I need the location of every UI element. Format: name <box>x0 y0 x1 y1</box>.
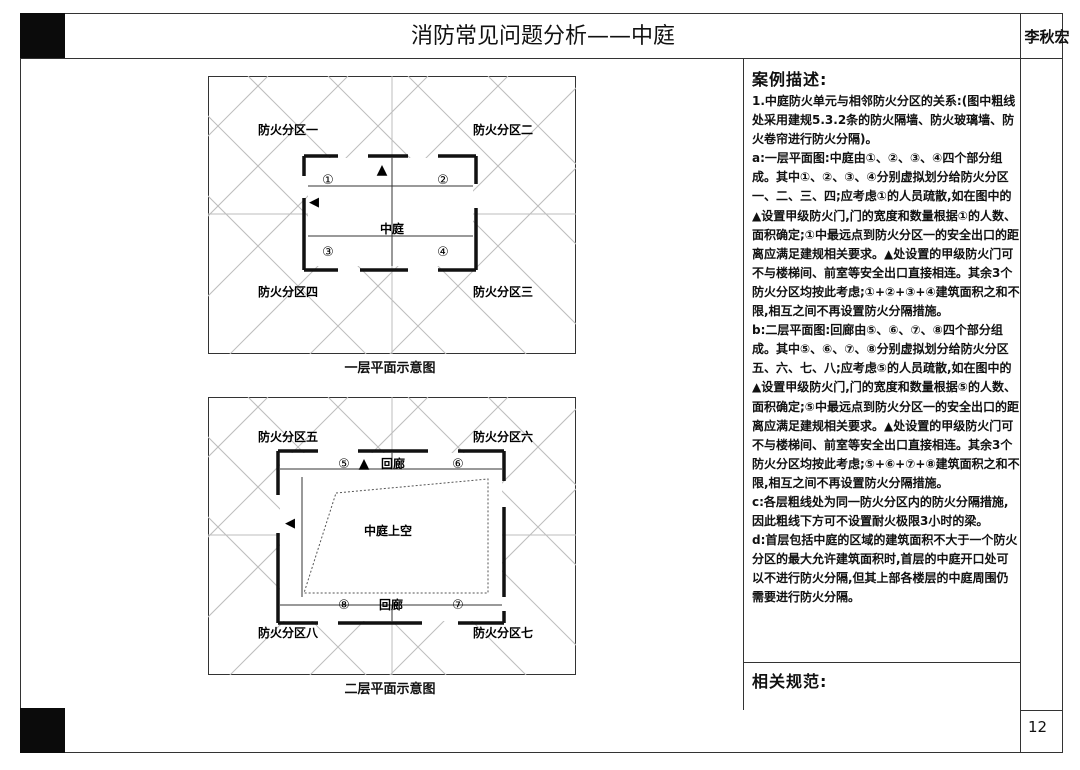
part-4: ④ <box>437 245 449 260</box>
zone-label-3: 防火分区三 <box>473 284 533 299</box>
zone-label-1: 防火分区一 <box>258 122 318 137</box>
part-3: ③ <box>322 245 334 260</box>
atrium-void-outline <box>303 478 489 594</box>
part-8: ⑧ <box>338 598 350 613</box>
atrium-void-label: 中庭上空 <box>364 523 412 538</box>
related-heading: 相关规范: <box>752 672 828 691</box>
corridor-label-bottom: 回廊 <box>379 597 403 612</box>
case-paragraph-a: a:一层平面图:中庭由①、②、③、④四个部分组成。其中①、②、③、④分别虚拟划分… <box>752 151 1020 319</box>
author-name: 李秋宏 <box>1024 28 1070 46</box>
related-divider <box>743 662 1020 663</box>
zone-label-8: 防火分区八 <box>258 625 319 640</box>
sidebar-divider <box>1020 13 1021 753</box>
corridor-label-top: 回廊 <box>381 456 405 471</box>
case-paragraph-b: b:二层平面图:回廊由⑤、⑥、⑦、⑧四个部分组成。其中⑤、⑥、⑦、⑧分别虚拟划分… <box>752 323 1020 490</box>
case-paragraph-d: d:首层包括中庭的区域的建筑面积不大于一个防火分区的最大允许建筑面积时,首层的中… <box>752 533 1018 605</box>
plan2-caption: 二层平面示意图 <box>344 682 436 697</box>
zone-label-4: 防火分区四 <box>258 284 318 299</box>
fire-separation-lines-2 <box>276 449 506 625</box>
page-number: 12 <box>1028 718 1048 736</box>
zone-label-6: 防火分区六 <box>473 429 533 444</box>
plan1-caption: 一层平面示意图 <box>344 361 436 376</box>
part-5: ⑤ <box>338 457 350 472</box>
part-2: ② <box>437 173 449 188</box>
fire-door-triangle-icon-2: ▲ <box>359 456 370 472</box>
part-7: ⑦ <box>452 598 464 613</box>
plan-first-floor: 防火分区一 防火分区二 防火分区四 防火分区三 中庭 ① ② ③ ④ ▲ ◀ <box>208 76 576 354</box>
part-1: ① <box>322 173 334 188</box>
part-6: ⑥ <box>452 457 464 472</box>
fire-door-triangle-icon: ▲ <box>377 162 388 178</box>
header-divider <box>20 58 1063 59</box>
page-title: 消防常见问题分析——中庭 <box>410 24 675 49</box>
zone-label-2: 防火分区二 <box>473 122 533 137</box>
case-heading: 案例描述: <box>752 70 828 89</box>
case-paragraph-c: c:各层粗线处为同一防火分区内的防火分隔措施,因此粗线下方可不设置耐火极限3小时… <box>752 494 1009 529</box>
plan-second-floor: 防火分区五 防火分区六 防火分区八 防火分区七 中庭上空 回廊 回廊 ⑤ ⑥ ⑧… <box>208 397 576 675</box>
content-divider <box>743 58 744 710</box>
atrium-label: 中庭 <box>380 221 404 236</box>
corner-block-bottom <box>20 708 65 753</box>
zone-label-5: 防火分区五 <box>258 429 318 444</box>
zone-label-7: 防火分区七 <box>473 625 533 640</box>
fire-door-left-icon: ◀ <box>309 195 319 210</box>
case-description: 1.中庭防火单元与相邻防火分区的关系:(图中粗线处采用建规5.3.2条的防火隔墙… <box>752 92 1020 608</box>
footer-divider <box>1020 710 1063 711</box>
fire-separation-lines <box>302 154 478 272</box>
case-paragraph-1: 1.中庭防火单元与相邻防火分区的关系:(图中粗线处采用建规5.3.2条的防火隔墙… <box>752 94 1016 147</box>
corner-block-top <box>20 13 65 58</box>
page-frame <box>20 13 1063 753</box>
fire-door-left-icon-2: ◀ <box>285 516 295 531</box>
